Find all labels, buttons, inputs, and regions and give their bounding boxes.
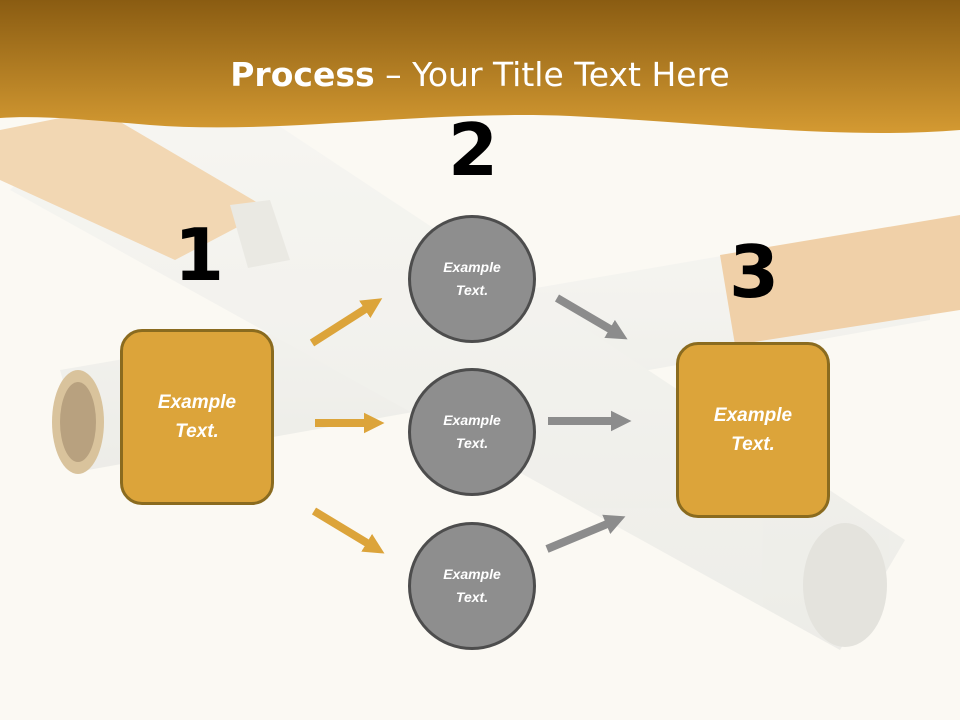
step-number-2: 2 [447, 108, 499, 192]
circle-top-text: Example Text. [443, 259, 501, 298]
title-rest: – Your Title Text Here [374, 55, 730, 94]
step-2-circle-middle: Example Text. [408, 368, 536, 496]
step-2-circle-bottom: Example Text. [408, 522, 536, 650]
title-strong: Process [230, 55, 375, 94]
slide-title: Process – Your Title Text Here [0, 52, 960, 98]
step-number-1: 1 [173, 213, 225, 297]
circle-bottom-text: Example Text. [443, 566, 501, 605]
arrow-top-to-3 [554, 294, 628, 340]
circle-middle-text: Example Text. [443, 412, 501, 451]
arrow-bottom-to-3 [545, 514, 626, 553]
step-1-text: Example Text. [157, 392, 237, 442]
arrow-1-to-bottom [311, 507, 385, 554]
step-3-text: Example Text. [713, 405, 793, 455]
arrow-1-to-top [309, 298, 383, 347]
step-number-3: 3 [728, 230, 780, 314]
step-2-circle-top: Example Text. [408, 215, 536, 343]
step-3-box: Example Text. [676, 342, 830, 518]
header-band [0, 0, 960, 133]
step-1-box: Example Text. [120, 329, 274, 505]
